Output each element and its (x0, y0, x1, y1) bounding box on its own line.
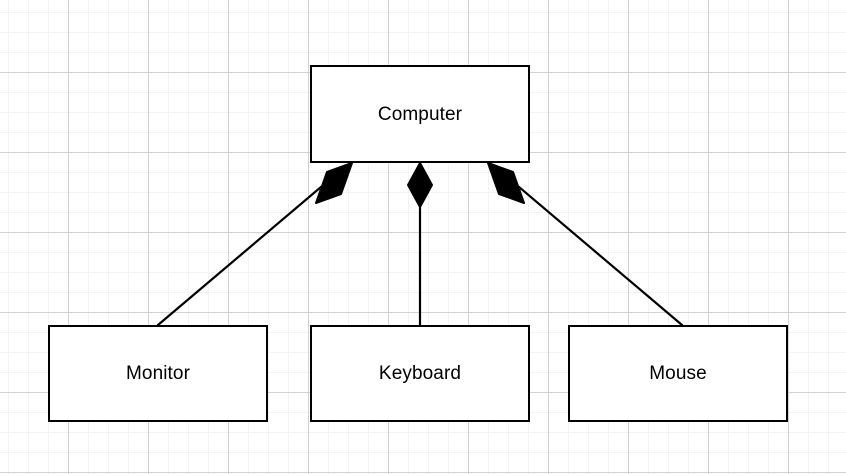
uml-class-computer[interactable]: Computer (310, 65, 530, 163)
edge-computer-monitor (156, 162, 353, 327)
uml-class-name-keyboard: Keyboard (378, 363, 462, 384)
edge-line-computer-mouse (491, 163, 684, 327)
composition-diamond-mouse (487, 162, 525, 204)
uml-class-name-mouse: Mouse (649, 363, 707, 384)
composition-diamond-keyboard (407, 162, 433, 208)
edge-computer-keyboard (407, 162, 433, 327)
uml-class-mouse[interactable]: Mouse (568, 325, 788, 422)
uml-class-name-computer: Computer (377, 103, 463, 125)
uml-class-name-monitor: Monitor (125, 363, 191, 384)
uml-class-keyboard[interactable]: Keyboard (310, 325, 530, 422)
edge-computer-mouse (487, 162, 684, 327)
uml-class-monitor[interactable]: Monitor (48, 325, 268, 422)
edge-line-computer-monitor (156, 163, 349, 327)
composition-diamond-monitor (315, 162, 353, 204)
